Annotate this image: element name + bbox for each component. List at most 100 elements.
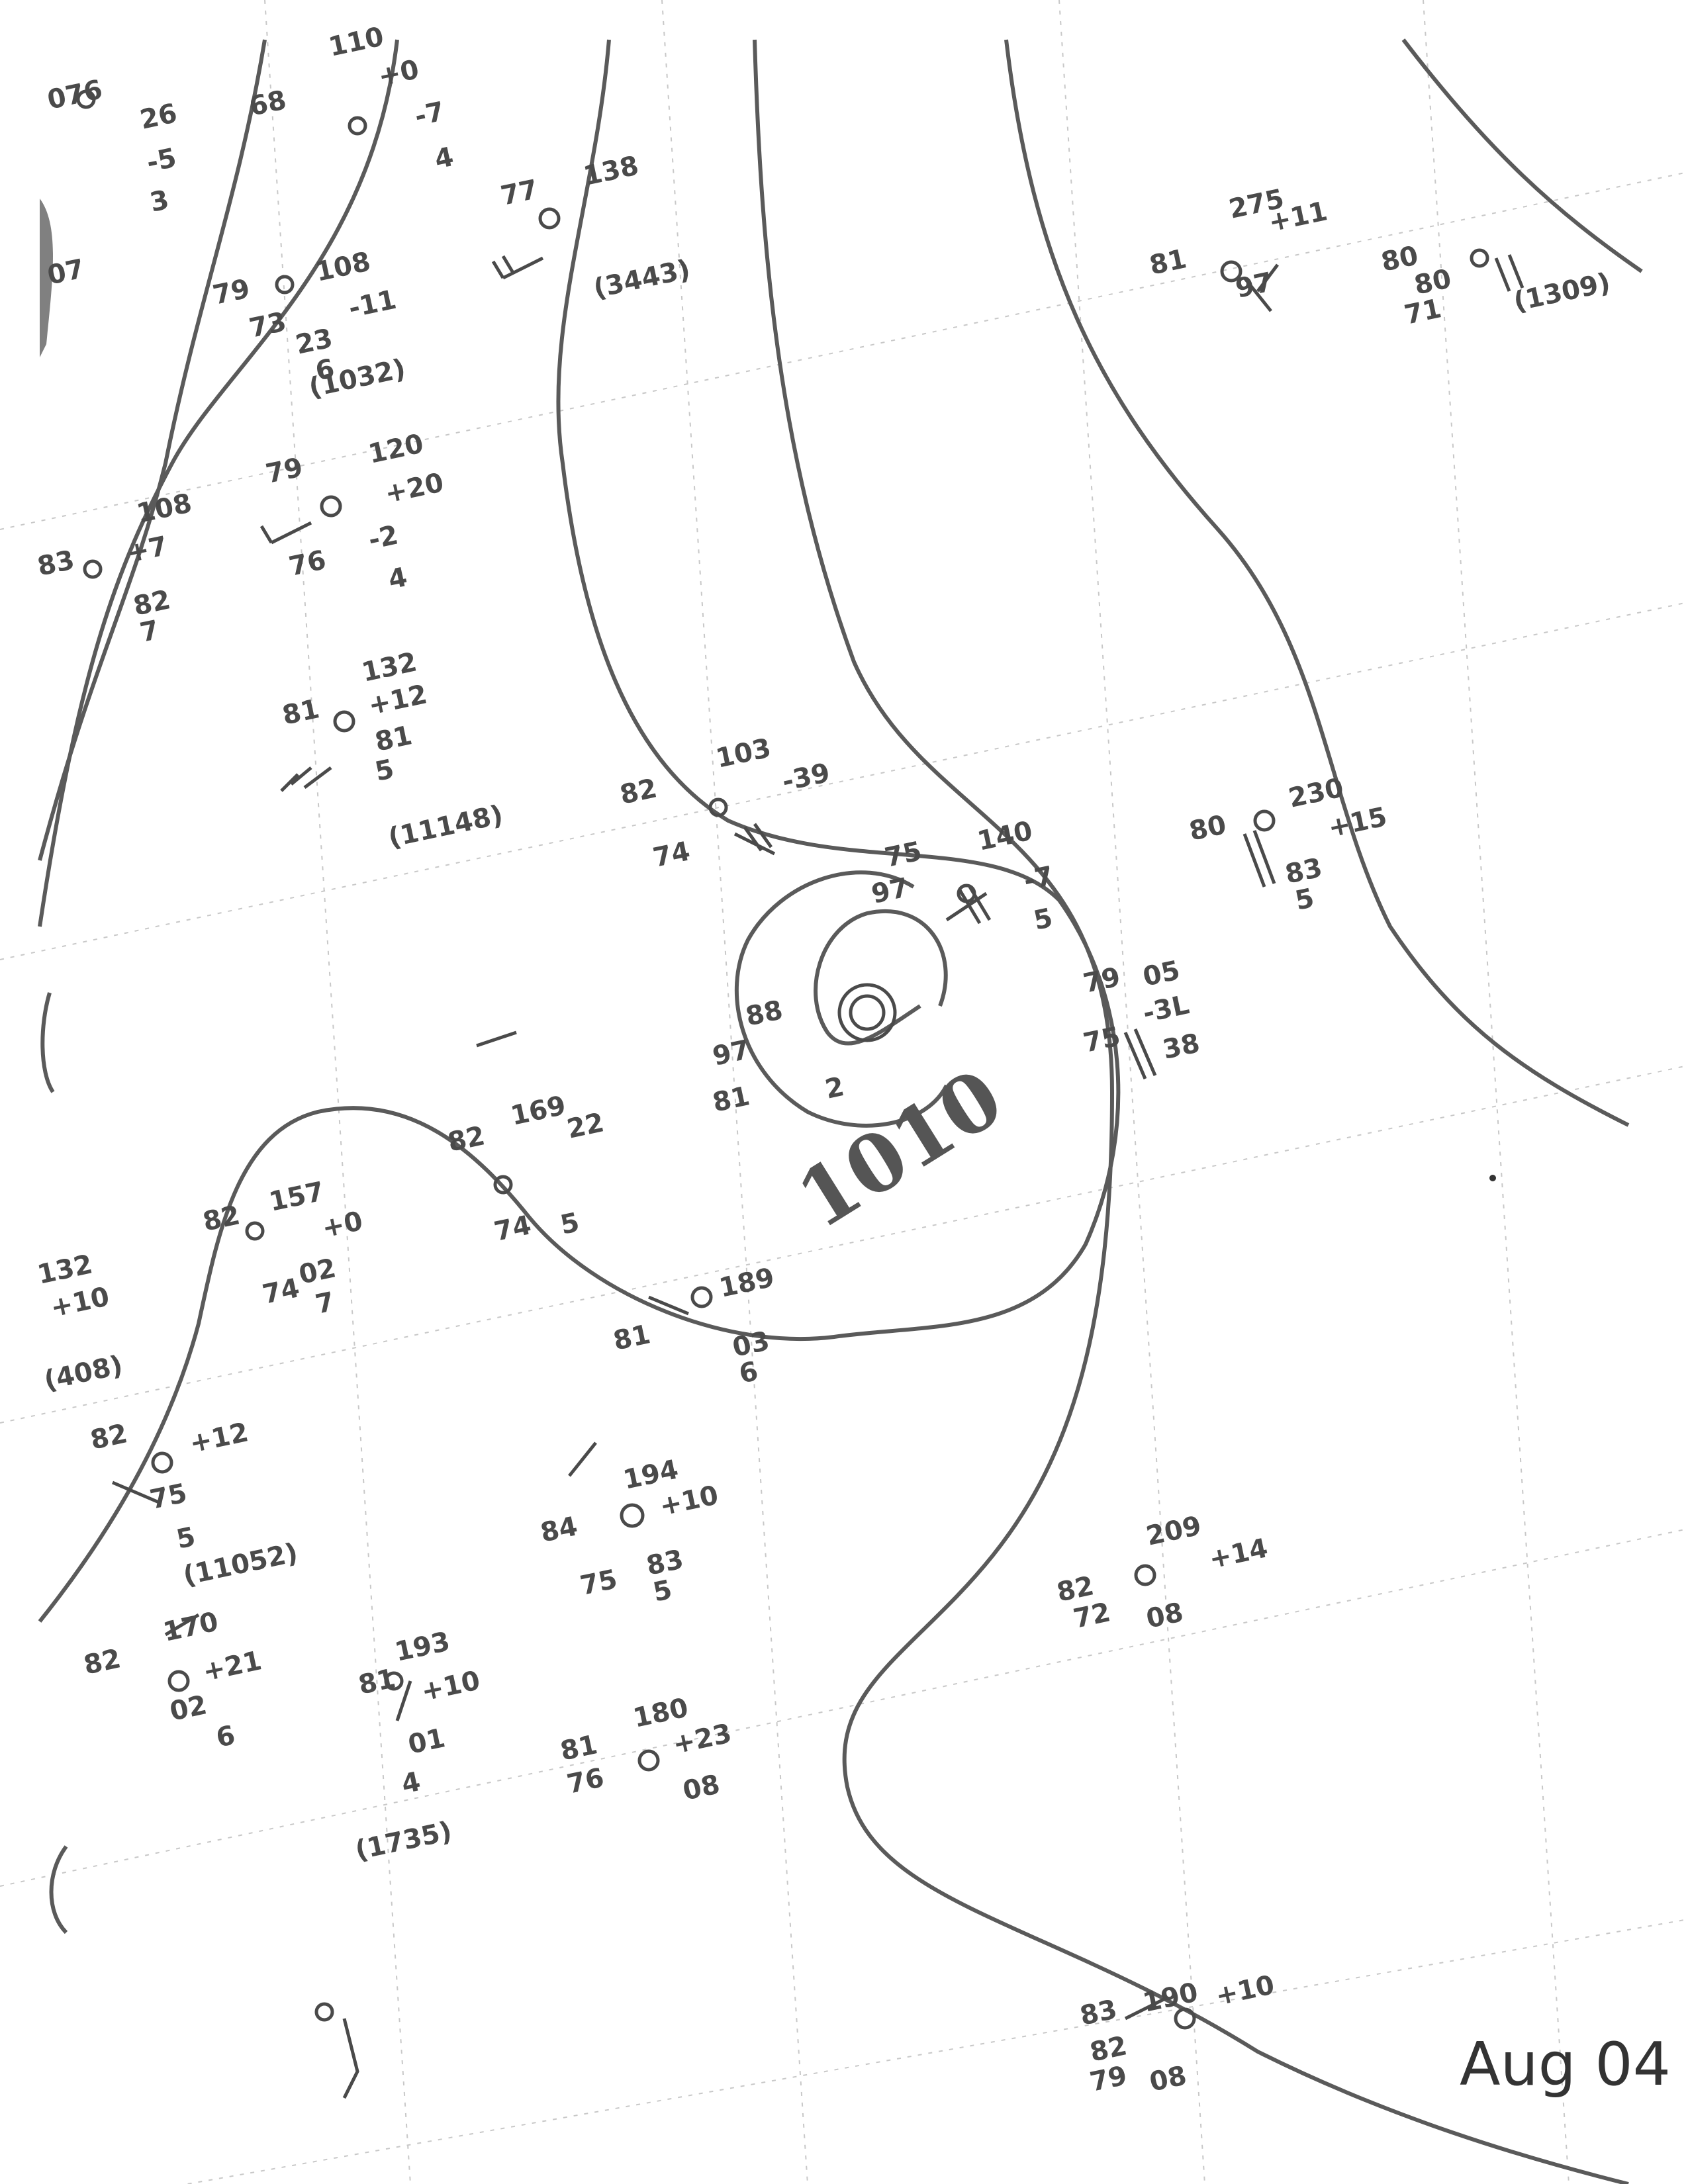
station-value: +15 [1326, 801, 1390, 844]
station-value: 81 [611, 1319, 653, 1357]
station-value: 108 [313, 246, 373, 287]
station-value: 3 [148, 185, 172, 218]
station-value: 81 [710, 1081, 753, 1118]
partial-arc-left [40, 992, 55, 1093]
station-circle [83, 559, 103, 579]
stray-mark [1489, 1175, 1496, 1181]
station-value: 209 [1144, 1510, 1204, 1551]
station-circle [1174, 2007, 1196, 2030]
station-value: 74 [260, 1273, 303, 1310]
station-value: 80 [1187, 809, 1229, 847]
station-value: 82 [618, 773, 660, 811]
station-value: 5 [174, 1522, 199, 1555]
station-value: 26 [138, 98, 180, 136]
station-value: -7 [412, 97, 447, 132]
station-value: +0 [320, 1206, 366, 1244]
station-value: 83 [644, 1544, 686, 1582]
isobar-1010 [38, 39, 1121, 1623]
station-value: 4 [386, 562, 410, 596]
station-value: 88 [743, 995, 786, 1032]
station-value: 22 [565, 1107, 607, 1145]
station-value: 75 [1081, 1021, 1123, 1059]
station-value: 140 [975, 815, 1035, 856]
isobar-far-left [38, 39, 267, 861]
isobar-value-label: 1010 [782, 1051, 1019, 1248]
station-value: 82 [81, 1643, 124, 1681]
station-value: 82 [1088, 2030, 1130, 2068]
station-value: 103 [714, 733, 774, 774]
station-value: 80 [1412, 263, 1454, 301]
station-value: 4 [432, 142, 457, 175]
station-plots: 07626-530768110+0-7477138(3443)79108-117… [35, 21, 1613, 2097]
station-value: +7 [124, 531, 171, 569]
station-value: 38 [1160, 1028, 1203, 1066]
station-circle [957, 884, 976, 903]
isobar-center [753, 39, 1629, 2184]
partial-arc-lower-left [49, 1845, 68, 1934]
station-value: 2 [823, 1071, 847, 1105]
station-circle [167, 1670, 190, 1692]
station-value: -3L [1141, 989, 1192, 1029]
station-value: 81 [356, 1663, 399, 1701]
station-value: 5 [558, 1207, 583, 1241]
station-value: 02 [167, 1690, 210, 1727]
station-value: 97 [710, 1034, 753, 1072]
station-circle [1134, 1564, 1156, 1586]
station-value: 74 [492, 1210, 534, 1248]
station-value: -39 [780, 758, 833, 797]
station-value: 79 [1081, 962, 1123, 999]
station-value: 79 [263, 452, 306, 490]
station-circle [1220, 260, 1243, 283]
isobar-right [1004, 39, 1630, 1127]
station-value: 5 [373, 754, 397, 788]
station-value: 7 [138, 615, 162, 649]
station-circle [275, 275, 295, 295]
station-value: 83 [35, 545, 77, 582]
station-value: 230 [1286, 772, 1346, 813]
station-value: 72 [1071, 1597, 1113, 1635]
station-markers [76, 89, 1489, 2030]
station-circle [620, 1503, 645, 1528]
station-value: 82 [445, 1120, 488, 1158]
station-value: 02 [297, 1253, 339, 1291]
station-value: 79 [1088, 2060, 1130, 2098]
station-value: 71 [1402, 293, 1444, 331]
station-circle [1470, 248, 1489, 268]
station-value: 73 [247, 306, 289, 344]
station-circle [708, 797, 728, 817]
station-value: 77 [498, 174, 541, 212]
station-value: 82 [88, 1418, 130, 1456]
station-value: 03 [730, 1326, 773, 1363]
station-value: 75 [882, 836, 925, 874]
station-value: 08 [1144, 1597, 1186, 1635]
station-value: -2 [366, 520, 401, 556]
station-value: 82 [1055, 1570, 1097, 1608]
station-value: 84 [538, 1511, 581, 1549]
station-value: 76 [565, 1762, 607, 1800]
station-value: (1735) [353, 1816, 455, 1866]
storm-center [837, 983, 897, 1042]
station-value: 81 [1147, 244, 1190, 281]
station-value: 189 [717, 1262, 777, 1303]
station-value: 97 [1233, 267, 1276, 304]
station-value: 97 [869, 872, 912, 910]
station-plot: 132+10(408) [35, 1249, 126, 1396]
station-value: 193 [393, 1626, 453, 1667]
station-circle [320, 495, 342, 518]
station-value: 108 [134, 488, 195, 529]
station-value: 01 [406, 1723, 448, 1760]
station-value: 157 [267, 1176, 327, 1217]
station-value: +21 [201, 1645, 265, 1688]
station-value: 138 [581, 150, 641, 191]
